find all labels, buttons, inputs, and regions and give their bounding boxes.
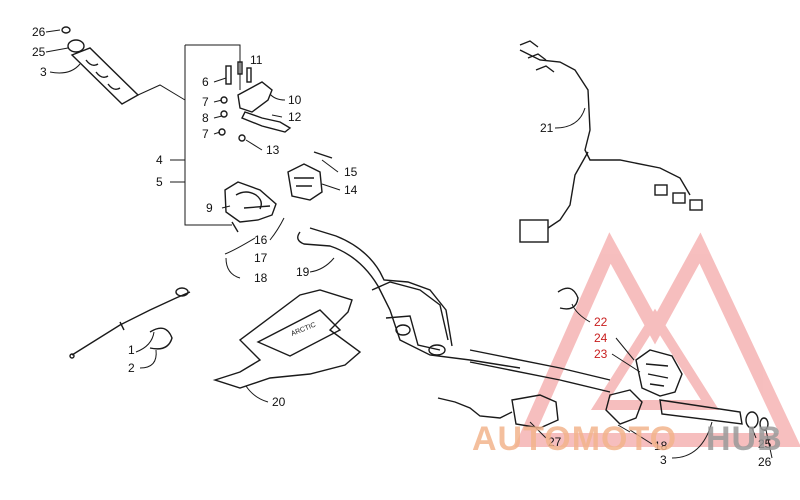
- callout-3-top: 3: [40, 65, 47, 79]
- callout-18-upper: 18: [254, 271, 268, 285]
- callout-1: 1: [128, 343, 135, 357]
- callout-13: 13: [266, 143, 280, 157]
- callout-6: 6: [202, 75, 209, 89]
- bracket-4-5: [170, 44, 241, 226]
- throttle-lever: [218, 61, 292, 142]
- callout-16: 16: [254, 233, 268, 247]
- watermark-logo: [514, 232, 800, 447]
- left-grip: [61, 26, 186, 105]
- callout-4: 4: [156, 153, 163, 167]
- handlebar: [297, 227, 611, 393]
- callout-14: 14: [344, 183, 358, 197]
- callout-8: 8: [202, 111, 209, 125]
- callouts: 26 25 3 11 6 10 7 8 12 7 13 4 5 15 14 9 …: [32, 25, 772, 469]
- callout-15: 15: [344, 165, 358, 179]
- callout-3-lower: 3: [660, 453, 667, 467]
- callout-25-lower: 25: [758, 437, 772, 451]
- callout-7-lower: 7: [202, 127, 209, 141]
- throttle-cable: [69, 287, 191, 359]
- handlebar-pad: ARCTIC: [212, 289, 362, 389]
- left-control-housing: [224, 181, 277, 233]
- callout-20: 20: [272, 395, 286, 409]
- right-control-housing: [635, 349, 683, 397]
- callout-10: 10: [288, 93, 302, 107]
- callout-27: 27: [548, 435, 562, 449]
- callout-5: 5: [156, 175, 163, 189]
- callout-2: 2: [128, 361, 135, 375]
- callout-25-top: 25: [32, 45, 46, 59]
- callout-18-lower: 18: [654, 439, 668, 453]
- callout-7-upper: 7: [202, 95, 209, 109]
- watermark-text: AUTOMOTO HUB: [472, 420, 783, 458]
- callout-26-top: 26: [32, 25, 46, 39]
- leader-lines: [45, 29, 773, 459]
- callout-19: 19: [296, 265, 310, 279]
- callout-24: 24: [594, 331, 608, 345]
- callout-17: 17: [254, 251, 268, 265]
- watermark-text-secondary: HUB: [706, 420, 783, 458]
- switch-housing: [287, 151, 333, 201]
- callout-22: 22: [594, 315, 608, 329]
- callout-9: 9: [206, 201, 213, 215]
- callout-21: 21: [540, 121, 554, 135]
- clamp-ring: [557, 287, 579, 310]
- right-brake-lever: [437, 389, 643, 433]
- callout-26-lower: 26: [758, 455, 772, 469]
- callout-23: 23: [594, 347, 608, 361]
- wiring-harness: [519, 40, 703, 243]
- watermark-text-primary: AUTOMOTO: [472, 420, 677, 458]
- callout-11: 11: [250, 53, 263, 67]
- callout-12: 12: [288, 110, 302, 124]
